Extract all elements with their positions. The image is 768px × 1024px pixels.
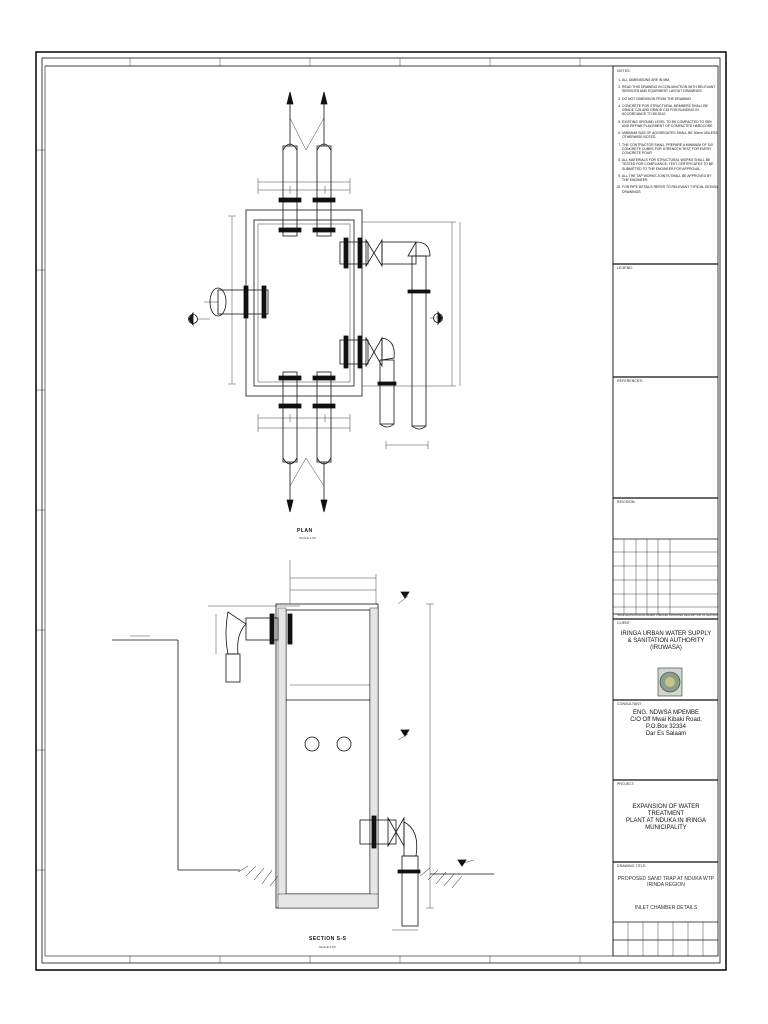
drawing-title: PROPOSED SAND TRAP AT NDUKA WTP IRINDA R… [614, 876, 718, 888]
drawing-subtitle: INLET CHAMBER DETAILS [634, 905, 698, 911]
section-view [112, 560, 494, 931]
legend-label: LEGEND: [617, 266, 634, 270]
client-logo [657, 667, 683, 697]
project-line: MUNICIPALITY [645, 825, 687, 831]
plan-title: PLAN [297, 528, 313, 534]
section-marker-left: S [191, 316, 194, 321]
note-item: THE CONTRACTOR SHALL PREPARE A MINIMUM O… [622, 143, 718, 155]
client-name: IRINGA URBAN WATER SUPPLY & SANITATION A… [614, 631, 718, 652]
client-line: (IRUWASA) [650, 645, 682, 651]
drawing-title-label: DRAWING TITLE: [617, 864, 647, 868]
consultant-line: ENG. NDWSA MPEMBE [632, 710, 699, 716]
consultant-line: Dar Es Salaam [645, 731, 687, 737]
project-label: PROJECT: [617, 782, 635, 786]
note-item: MINIMUM SIZE OF AGGREGATES SHALL BE 20mm… [622, 131, 718, 139]
note-item: FOR PIPE DETAILS REFER TO RELEVANT TYPIC… [622, 185, 718, 193]
plan-scale: SCALE 1:50 [299, 536, 316, 540]
outer-border [35, 51, 727, 971]
note-item: ALL THE TAP WORKS JOINTS SHALL BE APPROV… [622, 174, 718, 182]
plan-view [188, 91, 461, 513]
section-title: SECTION S-S [309, 936, 347, 942]
client-label: CLIENT: [617, 621, 631, 625]
note-item: DO NOT DIMENSION FROM THE DRAWING [622, 97, 718, 101]
consultant-info: ENG. NDWSA MPEMBE C/O Off Mwai Kibaki Ro… [614, 710, 718, 738]
notes-list: ALL DIMENSIONS ARE IN MM. READ THIS DRAW… [614, 78, 718, 197]
border-ticks [36, 58, 581, 963]
note-item: EXISTING GROUND LEVEL TO BE COMPACTED TO… [622, 120, 718, 128]
title-block [612, 65, 719, 957]
notes-heading: NOTES: [617, 69, 631, 73]
client-line: IRINGA URBAN WATER SUPPLY [620, 631, 712, 637]
project-line: PLANT AT NDUKA IN IRINGA [625, 818, 707, 824]
consultant-line: P.O.Box 32334 [646, 724, 686, 730]
note-item: ALL DIMENSIONS ARE IN MM. [622, 78, 718, 82]
project-line: EXPANSION OF WATER TREATMENT [632, 804, 700, 817]
revision-columns: ISSUE REVISION DATE DRAWN CHECKED APPROV… [617, 614, 719, 617]
inner-border [41, 57, 721, 964]
client-line: & SANITATION AUTHORITY [627, 638, 705, 644]
section-marker-right: S [436, 315, 439, 320]
note-item: ALL MATERIALS FOR STRUCTURAL WORKS SHALL… [622, 158, 718, 170]
drawing-title-line: IRINDA REGION [647, 882, 685, 888]
consultant-label: CONSULTANT: [617, 702, 642, 706]
note-item: CONCRETE FOR STRUCTURAL MEMBERS SHALL BE… [622, 104, 718, 116]
revision-label: REVISION: [617, 500, 636, 504]
section-scale: SCALE 1:50 [319, 945, 336, 949]
drawing-title-line: PROPOSED SAND TRAP AT NDUKA WTP [617, 876, 715, 882]
consultant-line: C/O Off Mwai Kibaki Road, [630, 717, 702, 723]
note-item: READ THIS DRAWING IN CONJUNCTION WITH RE… [622, 85, 718, 93]
project-name: EXPANSION OF WATER TREATMENT PLANT AT ND… [614, 804, 718, 832]
references-label: REFERENCES: [617, 379, 643, 383]
